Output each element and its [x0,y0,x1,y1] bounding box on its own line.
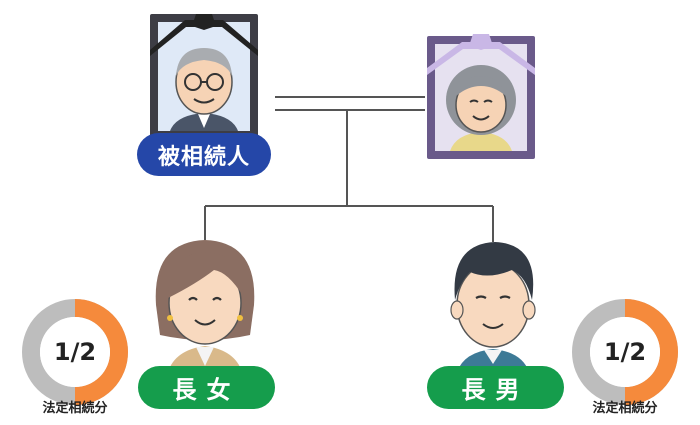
connector-lines [204,96,494,242]
donut-fill-left [74,299,128,405]
donut-fill-right [624,299,678,405]
share-caption-right: 法定相続分 [592,401,658,416]
decedent-label: 被相続人 [137,133,271,176]
donut-hole-right [590,317,660,387]
decedent-portrait [150,14,258,139]
spouse-portrait [427,34,535,159]
daughter-figure [155,240,255,372]
donut-hole-left [40,317,110,387]
share-fraction-right: 1/2 [603,338,647,366]
share-fraction-left: 1/2 [53,338,97,366]
son-label: 長男 [427,366,564,409]
son-figure [450,242,536,372]
daughter-label: 長女 [138,366,275,409]
share-donut-right [572,299,678,405]
share-caption-left: 法定相続分 [42,401,108,416]
share-donut-left [22,299,128,405]
